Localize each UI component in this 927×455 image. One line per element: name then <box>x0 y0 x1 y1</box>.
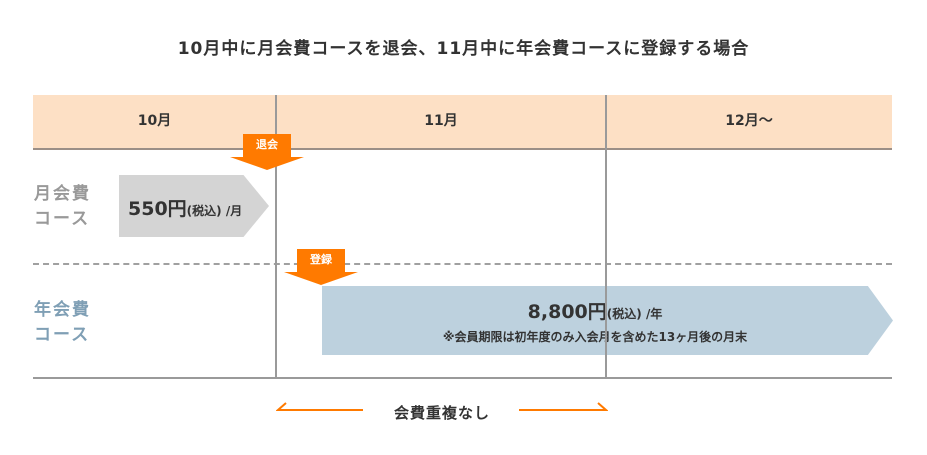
monthly-per: /月 <box>221 204 243 218</box>
diagram-title: 10月中に月会費コースを退会、11月中に年会費コースに登録する場合 <box>177 39 750 59</box>
withdraw-marker: 退会 <box>230 134 304 170</box>
yearly-label-line2: コース <box>34 325 91 345</box>
column-oct: 10月 <box>137 113 172 129</box>
nov-dec-divider <box>605 95 607 379</box>
month-header: 10月 11月 12月〜 <box>33 95 892 150</box>
monthly-label-line2: コース <box>34 209 91 229</box>
yearly-label-line1: 年会費 <box>34 300 91 320</box>
monthly-fee-bar: 550円(税込) /月 <box>119 175 269 237</box>
withdraw-label: 退会 <box>243 134 291 157</box>
no-overlap-label: 会費重複なし <box>393 404 490 422</box>
yearly-note: ※会員期限は初年度のみ入会月を含めた13ヶ月後の月末 <box>442 330 748 344</box>
column-nov: 11月 <box>424 113 458 129</box>
monthly-label-line1: 月会費 <box>34 184 91 204</box>
yearly-tax: (税込) <box>606 307 642 321</box>
column-dec: 12月〜 <box>725 113 773 129</box>
yearly-price: 8,800円 <box>527 301 607 323</box>
register-label: 登録 <box>297 249 345 272</box>
monthly-price: 550円 <box>128 198 187 220</box>
row-divider <box>33 263 892 265</box>
down-arrow-icon <box>284 272 358 285</box>
bottom-line <box>33 377 892 379</box>
register-marker: 登録 <box>284 249 358 285</box>
monthly-course-label: 月会費 コース <box>34 182 91 232</box>
yearly-per: /年 <box>641 307 663 321</box>
monthly-tax: (税込) <box>186 204 222 218</box>
down-arrow-icon <box>230 157 304 170</box>
overlap-arrow-icon <box>276 402 608 411</box>
oct-nov-divider <box>275 95 277 379</box>
yearly-course-label: 年会費 コース <box>34 298 91 348</box>
yearly-fee-bar: 8,800円(税込) /年 ※会員期限は初年度のみ入会月を含めた13ヶ月後の月末 <box>322 286 893 355</box>
